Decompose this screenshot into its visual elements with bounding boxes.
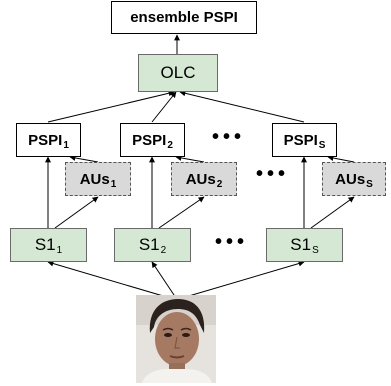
arrow-face-s1 (47, 260, 171, 299)
arrow-face-s2 (151, 261, 177, 299)
s-label-3: S1 (290, 235, 312, 254)
arrow-pspi1-olc (47, 90, 175, 123)
arrow-aus1-pspi1 (69, 154, 99, 163)
arrow-face-s3 (181, 260, 305, 299)
ellipsis-s-row: ••• (215, 231, 249, 253)
arrow-pspi3-olc (179, 90, 305, 123)
arrow-s3-aus3 (310, 196, 355, 229)
olc-box: OLC (138, 54, 218, 92)
aus-label-3: AUs (335, 170, 366, 188)
arrow-aus2-pspi2 (175, 154, 205, 163)
pspi-label-3: PSPI (283, 131, 318, 149)
pspi-sub-3: S (318, 139, 326, 151)
aus-label-2: AUs (185, 170, 216, 188)
arrow-s2-aus2 (158, 196, 205, 229)
ensemble-pspi-box: ensemble PSPI (111, 1, 257, 34)
s-sub-3: S (312, 244, 319, 256)
aus-sub-3: S (366, 178, 373, 190)
aus-sub-2: 2 (216, 178, 223, 190)
aus-sub-1: 1 (110, 178, 117, 190)
olc-label: OLC (160, 63, 196, 82)
arrow-pspi2-olc (151, 91, 177, 123)
pspi-label-2: PSPI (132, 131, 167, 149)
pspi-sub-2: 2 (167, 139, 173, 151)
s-label-2: S1 (138, 235, 160, 254)
ellipsis-pspi-row: ••• (212, 126, 246, 148)
s-sub-2: 2 (160, 244, 167, 256)
s-label-1: S1 (34, 235, 56, 254)
arrow-s1-aus1 (54, 196, 99, 229)
arrow-aus3-pspi3 (327, 155, 355, 163)
aus-label-1: AUs (79, 170, 110, 188)
pspi-label-1: PSPI (28, 131, 63, 149)
face-photo-icon (136, 295, 216, 383)
ellipsis-aus-row: ••• (256, 163, 290, 185)
pspi-sub-1: 1 (63, 139, 69, 151)
ensemble-pspi-label: ensemble PSPI (130, 9, 238, 26)
s-sub-1: 1 (56, 244, 63, 256)
